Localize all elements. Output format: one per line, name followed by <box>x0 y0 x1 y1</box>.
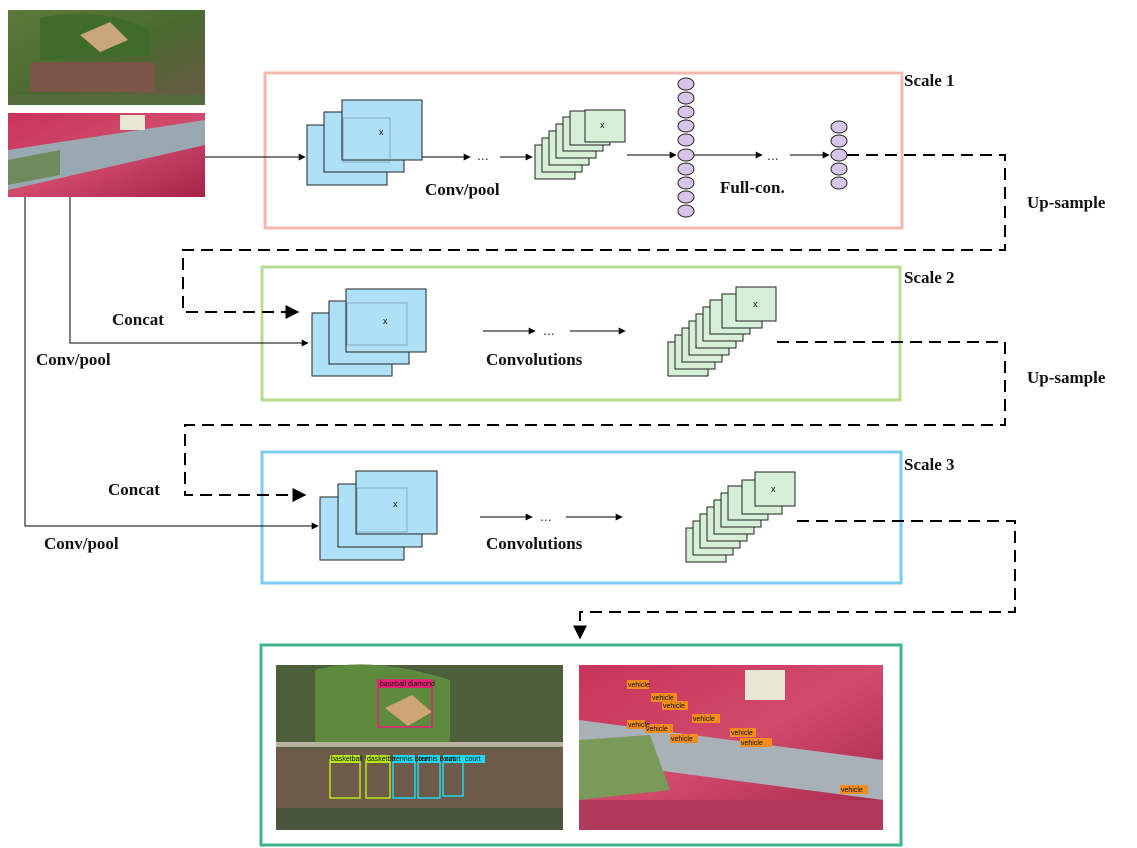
scale1-ellipsis-2: ... <box>767 147 779 163</box>
fc-layer-2 <box>830 120 848 190</box>
scale3-box <box>260 450 903 585</box>
convpool-side2-label: Conv/pool <box>44 534 119 553</box>
scale3-x-mark: x <box>393 499 398 509</box>
output-path <box>573 520 1016 640</box>
tag-vehicle-8: vehicle <box>731 730 753 737</box>
input-image-rgb <box>8 10 205 105</box>
concat1-label: Concat <box>112 310 164 329</box>
upsample1-path <box>182 154 1006 319</box>
tag-vehicle-10: vehicle <box>841 787 863 794</box>
convpool-side1-label: Conv/pool <box>36 350 111 369</box>
tag-tennis-1: tennis court <box>394 756 430 763</box>
scale1-conv-feature-stack <box>534 109 626 180</box>
fullcon-label: Full-con. <box>720 178 785 197</box>
output-image-left <box>276 664 563 830</box>
tag-vehicle-7: vehicle <box>671 736 693 743</box>
tag-basketball-2: dasketba <box>367 756 396 763</box>
scale2-x-mark: x <box>383 316 388 326</box>
scale3-ellipsis: ... <box>540 508 552 524</box>
tag-tennis-4: court <box>465 756 481 763</box>
scale2-stack-x-mark: x <box>753 299 758 309</box>
tag-vehicle-3: vehicle <box>663 703 685 710</box>
scale2-label: Scale 2 <box>904 268 955 287</box>
fc-layer-1 <box>677 77 695 218</box>
scale3-label: Scale 3 <box>904 455 955 474</box>
output-image-right <box>579 665 883 830</box>
scale1-box <box>263 71 904 230</box>
scale3-conv-feature-stack <box>685 471 796 563</box>
output-box <box>259 643 903 847</box>
scale2-input-feature-maps <box>311 288 427 377</box>
scale1-input-feature-maps <box>306 99 423 186</box>
scale2-box <box>260 265 902 402</box>
scale2-ellipsis: ... <box>543 322 555 338</box>
convolutions1-label: Convolutions <box>486 350 583 369</box>
scale1-label: Scale 1 <box>904 71 955 90</box>
scale1-x-mark: x <box>379 127 384 137</box>
vehicle-tags <box>627 680 868 794</box>
scale2-conv-feature-stack <box>667 286 777 377</box>
tag-basketball-1: basketball <box>331 756 363 763</box>
scale1-stack-x-mark: x <box>600 120 605 130</box>
convolutions2-label: Convolutions <box>486 534 583 553</box>
tag-vehicle-1: vehicle <box>628 682 650 689</box>
tag-vehicle-6: vehicle <box>646 726 668 733</box>
upsample2-path <box>184 341 1006 502</box>
scale1-arrows <box>205 151 830 161</box>
scale3-input-feature-maps <box>319 470 438 561</box>
tag-vehicle-5: vehicle <box>628 722 650 729</box>
tag-tennis-3: court <box>445 756 461 763</box>
scale1-convpool-label: Conv/pool <box>425 180 500 199</box>
concat2-label: Concat <box>108 480 160 499</box>
scale3-stack-x-mark: x <box>771 484 776 494</box>
tag-vehicle-4: vehicle <box>693 716 715 723</box>
upsample1-label: Up-sample <box>1027 193 1106 212</box>
upsample2-label: Up-sample <box>1027 368 1106 387</box>
tag-vehicle-2: vehicle <box>652 695 674 702</box>
tag-vehicle-9: vehicle <box>741 740 763 747</box>
side-connection-lines <box>24 197 319 530</box>
tag-tennis-2: tennis court <box>419 756 455 763</box>
scale1-ellipsis-1: ... <box>477 147 489 163</box>
input-image-infrared <box>8 113 205 197</box>
tag-baseball-diamond: baseball diamond <box>380 681 435 688</box>
